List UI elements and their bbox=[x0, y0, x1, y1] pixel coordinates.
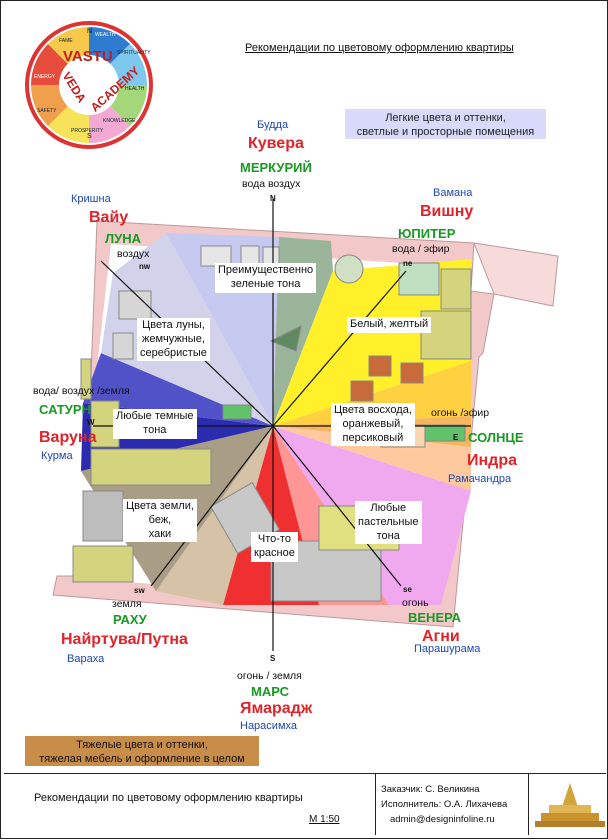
n-deity: Кувера bbox=[248, 135, 304, 152]
footer-client: Заказчик: С. Великина bbox=[381, 784, 480, 795]
nw-avatar: Кришна bbox=[71, 193, 111, 205]
sw-deity: Найртува/Путна bbox=[61, 631, 188, 648]
label-southeast-1: Любые bbox=[370, 502, 407, 514]
s-avatar: Нарасимха bbox=[240, 720, 297, 732]
label-east-3: персиковый bbox=[342, 431, 404, 444]
w-planet: САТУРН bbox=[39, 402, 91, 417]
label-south-1: Что-то bbox=[257, 533, 291, 545]
label-southwest-2: беж, bbox=[148, 513, 172, 526]
s-code: S bbox=[270, 654, 276, 663]
label-west: Любые темные тона bbox=[113, 409, 197, 439]
logo-ring-energy: ENERGY bbox=[34, 74, 56, 80]
w-element: вода/ воздух /земля bbox=[33, 385, 130, 397]
label-southwest-3: хаки bbox=[148, 527, 172, 540]
label-northeast: Белый, желтый bbox=[347, 317, 432, 333]
se-deity: Агни bbox=[422, 628, 460, 645]
n-element: вода воздух bbox=[242, 178, 301, 190]
w-deity: Варуна bbox=[39, 429, 97, 446]
logo-n-letter: N bbox=[87, 28, 93, 35]
logo-ring-health: HEALTH bbox=[125, 86, 145, 92]
label-north: Преимущественно зеленые тона bbox=[215, 263, 317, 293]
logo-ring-safety: SAFETY bbox=[37, 108, 57, 114]
logo-ring-fame: FAME bbox=[59, 38, 73, 44]
light-colors-line-2: светлые и просторные помещения bbox=[356, 126, 535, 138]
n-code: N bbox=[270, 194, 276, 203]
nw-code: nw bbox=[139, 262, 151, 271]
label-west-1: Любые темные bbox=[116, 410, 194, 422]
logo-ring-spirituality: SPIRITUALITY bbox=[117, 50, 151, 56]
sw-avatar: Вараха bbox=[67, 653, 105, 665]
nw-planet: ЛУНА bbox=[105, 231, 141, 246]
title-block-credits: Заказчик: С. Великина Исполнитель: О.А. … bbox=[376, 773, 529, 835]
s-element: огонь / земля bbox=[237, 670, 302, 682]
label-southeast-3: тона bbox=[376, 529, 400, 542]
heavy-colors-line-1: Тяжелые цвета и оттенки, bbox=[76, 739, 208, 751]
logo-s-letter: S bbox=[87, 133, 92, 140]
light-colors-line-1: Легкие цвета и оттенки, bbox=[385, 112, 506, 124]
label-south-2: красное bbox=[254, 546, 295, 559]
footer-executor: Исполнитель: О.А. Лихачева bbox=[381, 799, 508, 810]
label-northwest-2: жемчужные, bbox=[141, 332, 205, 345]
s-deity: Ямарадж bbox=[240, 700, 313, 717]
light-colors-note: Легкие цвета и оттенки, светлые и просто… bbox=[345, 109, 546, 139]
e-deity: Индра bbox=[467, 452, 517, 469]
label-northwest: Цвета луны, жемчужные, серебристые bbox=[137, 318, 210, 362]
n-planet: МЕРКУРИЙ bbox=[240, 160, 312, 175]
ne-element: вода / эфир bbox=[392, 243, 450, 255]
sw-planet: РАХУ bbox=[113, 612, 147, 627]
sw-element: земля bbox=[112, 598, 142, 610]
logo-ring-knowledge: KNOWLEDGE bbox=[103, 118, 136, 124]
label-northwest-3: серебристые bbox=[140, 346, 207, 359]
heavy-colors-line-2: тяжелая мебель и оформление в целом bbox=[39, 753, 245, 765]
footer-scale: М 1:50 bbox=[309, 814, 340, 825]
footer-email[interactable]: admin@designinfoline.ru bbox=[390, 814, 495, 825]
w-avatar: Курма bbox=[41, 450, 73, 462]
logo-ring-wealth: WEALTH bbox=[95, 32, 116, 38]
label-east-1: Цвета восхода, bbox=[334, 404, 412, 416]
e-code: E bbox=[453, 433, 459, 442]
ne-code: ne bbox=[403, 259, 413, 268]
ne-planet: ЮПИТЕР bbox=[398, 226, 456, 241]
e-avatar: Рамачандра bbox=[448, 473, 512, 485]
furniture bbox=[72, 245, 472, 602]
label-north-2: зеленые тона bbox=[230, 277, 301, 290]
heavy-colors-note: Тяжелые цвета и оттенки, тяжелая мебель … bbox=[25, 736, 259, 766]
e-planet: СОЛНЦЕ bbox=[468, 430, 524, 445]
label-southeast: Любые пастельные тона bbox=[355, 501, 422, 545]
logo-text-vastu: VASTU bbox=[63, 48, 113, 65]
label-southwest: Цвета земли, беж, хаки bbox=[123, 499, 197, 543]
page-title: Рекомендации по цветовому оформлению ква… bbox=[245, 42, 514, 54]
se-planet: ВЕНЕРА bbox=[408, 610, 462, 625]
label-east: Цвета восхода, оранжевый, персиковый bbox=[331, 403, 415, 447]
label-west-2: тона bbox=[143, 423, 167, 436]
s-planet: МАРС bbox=[251, 684, 289, 699]
label-southwest-1: Цвета земли, bbox=[126, 500, 194, 512]
label-northeast-1: Белый, желтый bbox=[350, 318, 429, 330]
label-northwest-1: Цвета луны, bbox=[142, 319, 205, 331]
label-east-2: оранжевый, bbox=[342, 417, 404, 430]
stupa-logo bbox=[535, 783, 605, 827]
footer-title: Рекомендации по цветовому оформлению ква… bbox=[34, 792, 303, 804]
e-element: огонь /эфир bbox=[431, 407, 490, 419]
se-code: se bbox=[403, 585, 412, 594]
n-avatar: Будда bbox=[257, 119, 289, 131]
vastu-logo bbox=[25, 21, 153, 149]
label-north-1: Преимущественно bbox=[218, 264, 314, 276]
se-avatar: Парашурама bbox=[414, 643, 481, 655]
logo-ring-prosperity: PROSPERITY bbox=[71, 128, 104, 134]
label-south: Что-то красное bbox=[251, 532, 298, 562]
w-code: W bbox=[87, 418, 95, 427]
ne-avatar: Вамана bbox=[433, 187, 473, 199]
nw-deity: Вайу bbox=[89, 209, 129, 226]
nw-element: воздух bbox=[117, 248, 150, 260]
label-southeast-2: пастельные bbox=[358, 515, 419, 528]
se-element: огонь bbox=[402, 597, 429, 609]
sw-code: sw bbox=[134, 586, 145, 595]
title-block: Рекомендации по цветовому оформлению ква… bbox=[4, 773, 376, 835]
ne-deity: Вишну bbox=[420, 203, 474, 220]
title-block-logo bbox=[529, 773, 606, 835]
